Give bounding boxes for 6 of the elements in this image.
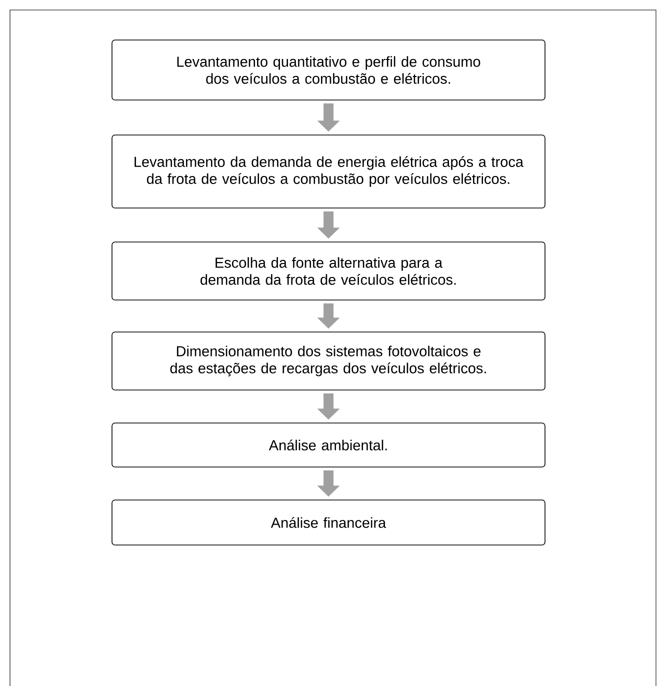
process-box: Levantamento quantitativo e perfil de consumo dos veículos a combustão e elétricos. [112, 40, 546, 100]
process-box: Levantamento da demanda de energia elétrica após a troca da frota de veículos a combustão por veículos elétricos. [112, 134, 546, 208]
process-box: Escolha da fonte alternativa para a demanda da frota de veículos elétricos. [112, 242, 546, 300]
process-box: Análise financeira [112, 500, 546, 546]
process-box: Análise ambiental. [112, 422, 546, 468]
process-box: Dimensionamento dos sistemas fotovoltaicos e das estações de recargas dos veículos elétricos. [112, 332, 546, 390]
